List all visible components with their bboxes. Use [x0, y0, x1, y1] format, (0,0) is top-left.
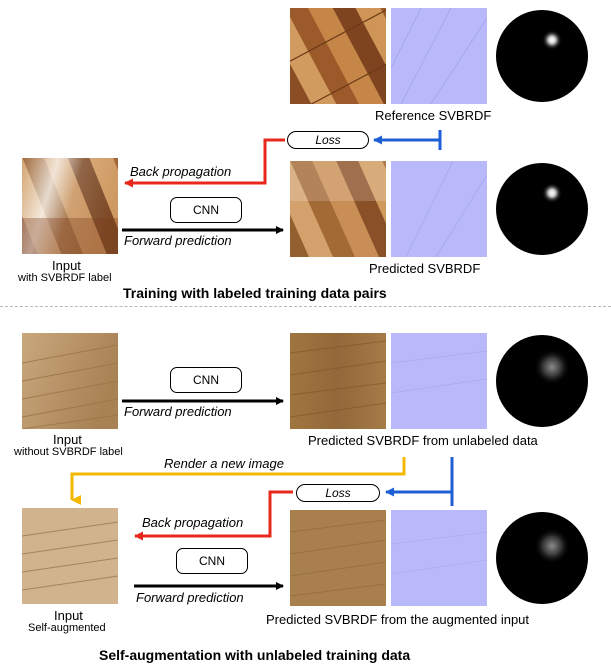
unlabeled-predicted-albedo	[290, 333, 386, 429]
augmented-predicted-albedo	[290, 510, 386, 606]
predicted-albedo-image	[290, 161, 386, 257]
bottom-forward-prediction-label: Forward prediction	[124, 404, 232, 419]
unlabeled-input-sublabel: without SVBRDF label	[14, 446, 123, 458]
top-back-propagation-label: Back propagation	[130, 164, 232, 179]
top-forward-prediction-label: Forward prediction	[124, 233, 232, 248]
augmented-forward-prediction-label: Forward prediction	[136, 590, 244, 605]
reference-normal-map	[391, 8, 487, 104]
augmented-input-label: Input	[54, 608, 83, 623]
augmented-input-image	[22, 508, 118, 604]
unlabeled-predicted-label: Predicted SVBRDF from unlabeled data	[308, 433, 538, 448]
reference-svbrdf-label: Reference SVBRDF	[375, 108, 492, 123]
bottom-loss-box: Loss	[296, 484, 380, 502]
augmented-cnn-box: CNN	[176, 548, 248, 574]
top-loss-box: Loss	[287, 131, 369, 149]
labeled-input-image	[22, 158, 118, 254]
labeled-input-label: Input	[52, 258, 81, 273]
unlabeled-predicted-normal	[391, 333, 487, 429]
reference-sphere	[496, 10, 588, 102]
top-cnn-box: CNN	[170, 197, 242, 223]
section-divider	[0, 306, 611, 307]
bottom-section-title: Self-augmentation with unlabeled trainin…	[99, 647, 411, 663]
augmented-predicted-sphere	[496, 512, 588, 604]
bottom-back-propagation-arrow	[134, 490, 293, 541]
render-arrow	[70, 457, 406, 505]
augmented-input-sublabel: Self-augmented	[28, 622, 106, 634]
unlabeled-predicted-sphere	[496, 335, 588, 427]
unlabeled-input-image	[22, 333, 118, 429]
labeled-input-sublabel: with SVBRDF label	[18, 272, 112, 284]
top-back-propagation-arrow	[124, 138, 285, 188]
unlabeled-input-label: Input	[53, 432, 82, 447]
predicted-svbrdf-label: Predicted SVBRDF	[369, 261, 481, 276]
predicted-normal-map	[391, 161, 487, 257]
bottom-back-propagation-label: Back propagation	[142, 515, 244, 530]
augmented-predicted-label: Predicted SVBRDF from the augmented inpu…	[266, 612, 530, 627]
predicted-sphere	[496, 163, 588, 255]
reference-albedo-image	[290, 8, 386, 104]
augmented-predicted-normal	[391, 510, 487, 606]
bottom-cnn-box: CNN	[170, 367, 242, 393]
top-section-title: Training with labeled training data pair…	[123, 285, 387, 301]
render-new-image-label: Render a new image	[164, 456, 284, 471]
